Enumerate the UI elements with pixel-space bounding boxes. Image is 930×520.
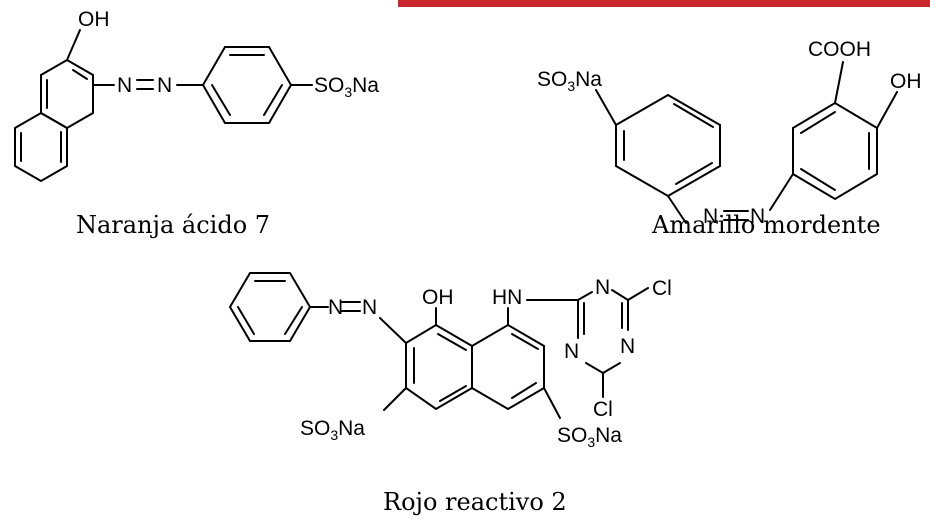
- sulfo-bond-left: [383, 387, 407, 411]
- double-bond: [211, 84, 231, 116]
- triazine-bond: [602, 362, 621, 374]
- label-oh: OH: [422, 286, 454, 309]
- double-bond: [800, 111, 836, 134]
- label-azo-n2: N: [362, 296, 377, 319]
- triazine-bond: [611, 289, 629, 301]
- label-sulfonate: SO3Na: [537, 68, 602, 94]
- label-sulfonate-right: SO3Na: [557, 424, 622, 450]
- naphthalene-ring-bottom: [14, 111, 68, 183]
- label-sulfonate-left: SO3Na: [300, 417, 365, 443]
- double-bond: [284, 306, 303, 335]
- double-bond: [263, 84, 283, 116]
- label-sulfonate: SO3Na: [314, 74, 379, 100]
- label-hn: HN: [492, 286, 522, 309]
- double-bond: [511, 382, 537, 399]
- header-accent-bar: [398, 0, 930, 7]
- label-triazine-n-right: N: [620, 335, 635, 358]
- triazine-bond: [577, 291, 593, 301]
- oh-bond: [876, 91, 898, 129]
- double-bond: [439, 385, 467, 402]
- label-triazine-n-left: N: [564, 340, 579, 363]
- naphthalene-ring-right: [471, 323, 545, 411]
- double-bond: [437, 333, 467, 351]
- azo-bond: [769, 173, 794, 211]
- label-cl-bottom: Cl: [593, 398, 613, 421]
- sulfo-bond: [595, 89, 617, 126]
- azo-bond: [379, 317, 407, 344]
- label-triazine-n-top: N: [595, 276, 610, 299]
- benzene-ring-left: [615, 93, 721, 198]
- triazine-bond: [585, 362, 604, 374]
- caption-naranja-acido-7: Naranja ácido 7: [76, 211, 271, 239]
- double-bond: [673, 103, 714, 128]
- cooh-bond: [834, 61, 844, 104]
- structure-naranja-acido-7: OH N N SO3Na: [14, 8, 379, 183]
- caption-amarillo-mordente: Amarillo mordente: [652, 211, 881, 239]
- label-azo-n1: N: [328, 296, 343, 319]
- phenyl-ring: [228, 272, 312, 342]
- caption-rojo-reactivo-2: Rojo reactivo 2: [383, 488, 567, 516]
- double-bond: [511, 333, 539, 350]
- label-cl-top: Cl: [652, 277, 672, 300]
- cl-bond-top: [627, 287, 649, 301]
- label-azo-n1: N: [703, 205, 718, 228]
- structure-amarillo-mordente: COOH OH SO3Na N N: [537, 38, 922, 228]
- structure-rojo-reactivo-2: OH HN N N N N N Cl Cl SO3Na SO3Na: [228, 272, 672, 450]
- double-bond: [800, 168, 836, 191]
- double-bond: [72, 69, 88, 80]
- sulfo-bond-right: [543, 387, 561, 419]
- label-oh: OH: [78, 8, 110, 31]
- double-bond: [237, 306, 255, 335]
- benzene-ring-right: [792, 101, 878, 201]
- azo-bond: [667, 195, 687, 224]
- benzene-ring: [201, 46, 293, 124]
- double-bond: [675, 162, 713, 185]
- oh-bond: [66, 29, 81, 61]
- label-azo-n2: N: [157, 74, 172, 97]
- label-cooh: COOH: [808, 38, 871, 61]
- label-azo-n2: N: [750, 205, 765, 228]
- label-azo-n1: N: [117, 74, 132, 97]
- naphthalene-ring-left: [405, 323, 473, 411]
- label-oh: OH: [890, 70, 922, 93]
